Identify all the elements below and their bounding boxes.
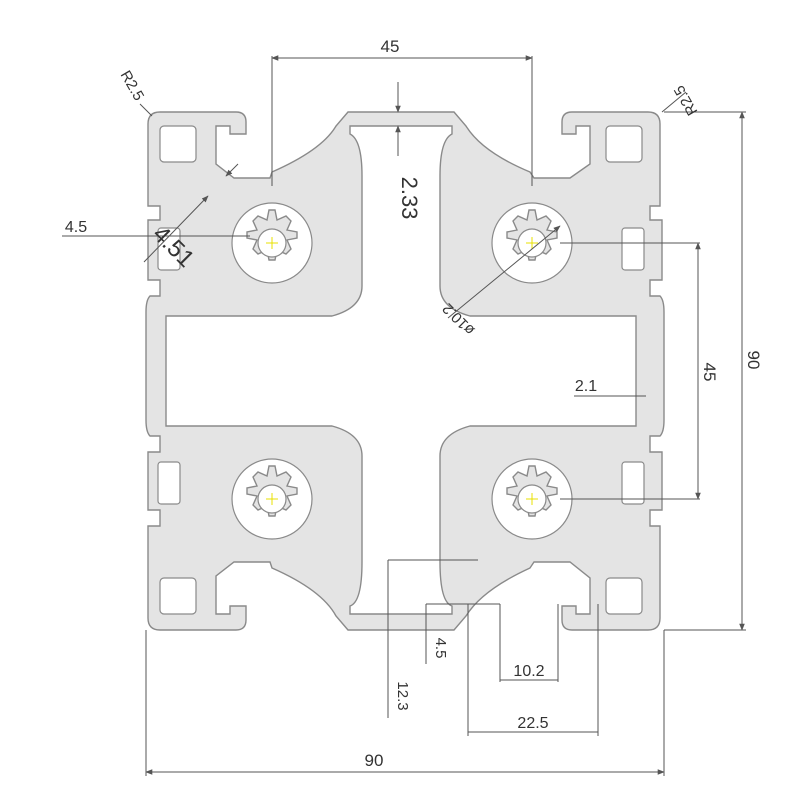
- core-bore-tr: [491, 202, 573, 284]
- side-cavity-tr: [621, 227, 645, 271]
- corner-cavity-bl: [159, 577, 197, 615]
- dim-corner-radius-left: R2.5: [117, 68, 148, 104]
- dim-corner-radius-right: R2.5: [671, 82, 702, 118]
- dim-slot-depth: 12.3: [394, 681, 411, 710]
- side-cavity-br: [621, 461, 645, 505]
- dimension-labels: 45 2.33 R2.5 R2.5 4.5 4.51 ø10.2 2.1 45 …: [65, 37, 763, 770]
- side-cavity-tl: [157, 227, 181, 271]
- center-marks: [266, 237, 538, 505]
- dim-wall-thickness: 2.33: [397, 177, 422, 220]
- dim-top-width: 45: [381, 37, 400, 56]
- corner-cavity-tr: [605, 125, 643, 163]
- dim-web-thickness: 2.1: [575, 378, 597, 395]
- dim-slot-offset: 4.5: [65, 219, 87, 236]
- dimension-lines: [62, 55, 746, 776]
- dim-slot-lip: 4.5: [432, 638, 449, 659]
- dim-slot-width: 22.5: [517, 715, 548, 732]
- extrusion-profile: [145, 111, 665, 631]
- corner-cavity-br: [605, 577, 643, 615]
- dim-slot-opening: 10.2: [513, 663, 544, 680]
- side-cavity-bl: [157, 461, 181, 505]
- dim-overall-height: 90: [744, 351, 763, 370]
- corner-cavity-tl: [159, 125, 197, 163]
- dim-overall-width: 90: [365, 751, 384, 770]
- dim-pitch-vertical: 45: [700, 363, 719, 382]
